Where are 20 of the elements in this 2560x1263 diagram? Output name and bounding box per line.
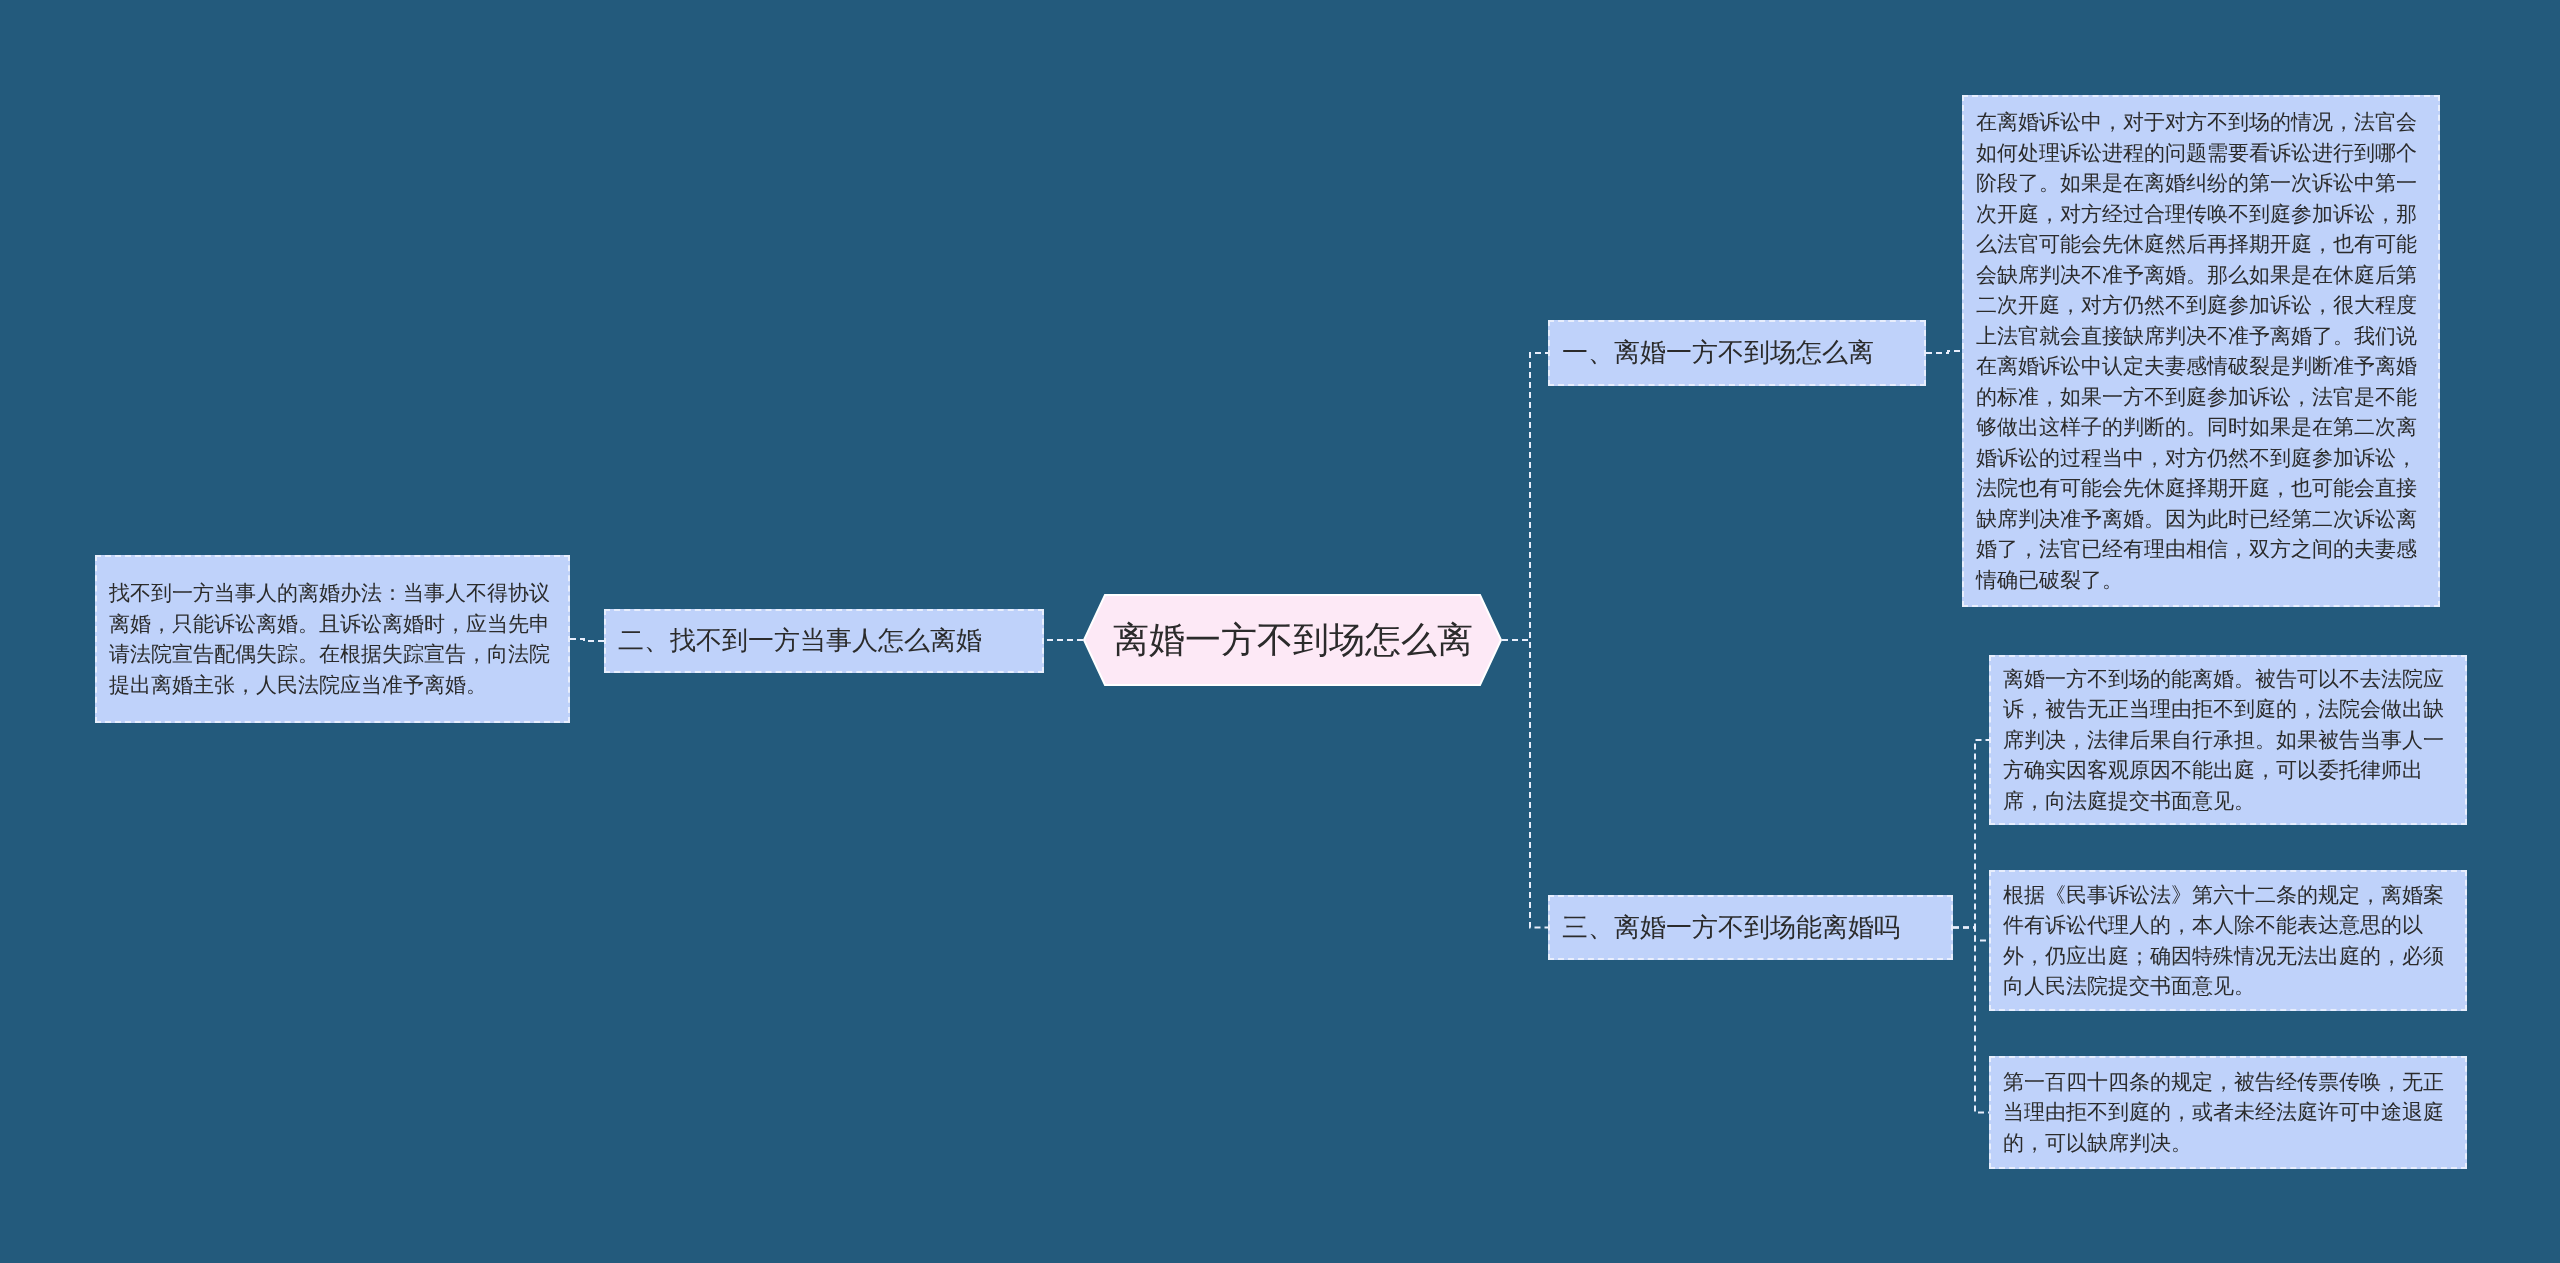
detail-note-text: 在离婚诉讼中，对于对方不到场的情况，法官会如何处理诉讼进程的问题需要看诉讼进行到哪个阶段了。如果是在离婚纠纷的第一次诉讼中第一次开庭，对方经过合理传唤不到庭参加诉讼，那么法官可能会先休庭然后再择期开庭，也有可能会缺席判决不准予离婚。那么如果是在休庭后第二次开庭，对方仍然不到庭参加诉讼，很大程度上法官就会直接缺席判决不准予离婚了。我们说在离婚诉讼中认定夫妻感情破裂是判断准予离婚的标准，如果一方不到庭参加诉讼，法官是不能够做出这样子的判断的。同时如果是在第二次离婚诉讼的过程当中，对方仍然不到庭参加诉讼，法院也有可能会先休庭择期开庭，也可能会直接缺席判决准予离婚。因为此时已经第二次诉讼离婚了，法官已经有理由相信，双方之间的夫妻感情确已破裂了。 xyxy=(1976,109,2418,594)
detail-note-text: 第一百四十四条的规定，被告经传票传唤，无正当理由拒不到庭的，或者未经法庭许可中途退庭的，可以缺席判决。 xyxy=(2003,1068,2445,1157)
connector-line xyxy=(1501,639,1549,929)
central-topic-text: 离婚一方不到场怎么离 xyxy=(1112,617,1473,662)
branch-topic-text: 一、离婚一方不到场怎么离 xyxy=(1562,336,1874,370)
branch-topic-box xyxy=(1548,895,1953,960)
detail-note-text: 离婚一方不到场的能离婚。被告可以不去法院应诉，被告无正当理由拒不到庭的，法院会做出缺席判决，法律后果自行承担。如果被告当事人一方确实因客观原因不能出庭，可以委托律师出席，向法庭提交书面意见。 xyxy=(2003,665,2445,815)
branch-topic-box xyxy=(1548,320,1926,386)
branch-topic-text: 三、离婚一方不到场能离婚吗 xyxy=(1562,910,1900,944)
detail-note-box xyxy=(95,555,570,723)
branch-topic-text: 二、找不到一方当事人怎么离婚 xyxy=(618,624,982,658)
detail-note-text: 根据《民事诉讼法》第六十二条的规定，离婚案件有诉讼代理人的，本人除不能表达意思的以外，仍应出庭；确因特殊情况无法出庭的，必须向人民法院提交书面意见。 xyxy=(2003,881,2445,1000)
detail-note-box xyxy=(1989,655,2467,825)
connector-line xyxy=(569,638,605,642)
connector-line xyxy=(1925,350,1963,354)
detail-note-box xyxy=(1989,870,2467,1011)
central-topic-node xyxy=(1083,594,1502,686)
detail-note-text: 找不到一方当事人的离婚办法：当事人不得协议离婚，只能诉讼离婚。且诉讼离婚时，应当先申请法院宣告配偶失踪。在根据失踪宣告，向法院提出离婚主张，人民法院应当准予离婚。 xyxy=(109,580,551,699)
detail-note-box xyxy=(1989,1056,2467,1169)
branch-topic-box xyxy=(604,609,1044,673)
